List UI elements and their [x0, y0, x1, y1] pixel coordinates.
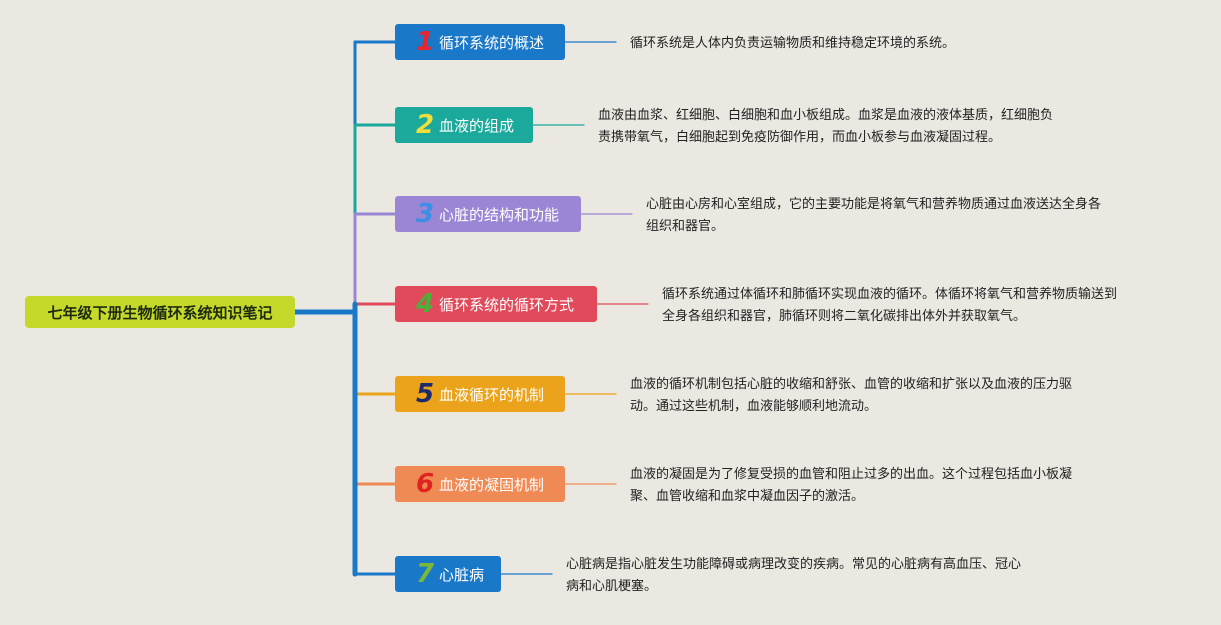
root-topic[interactable]: 七年级下册生物循环系统知识笔记 [25, 296, 295, 328]
branch-number: 1 [415, 27, 435, 57]
branch-number: 7 [415, 559, 435, 589]
root-topic-label: 七年级下册生物循环系统知识笔记 [47, 303, 273, 322]
branch-description-3: 心脏由心房和心室组成，它的主要功能是将氧气和营养物质通过血液送达全身各组织和器官… [646, 194, 1101, 238]
branch-description-2: 血液由血浆、红细胞、白细胞和血小板组成。血浆是血液的液体基质，红细胞负责携带氧气… [598, 105, 1053, 149]
branch-number: 6 [415, 469, 435, 499]
branch-number: 4 [415, 289, 435, 319]
branch-description-4: 循环系统通过体循环和肺循环实现血液的循环。体循环将氧气和营养物质输送到全身各组织… [662, 284, 1117, 328]
description-line: 心脏病是指心脏发生功能障碍或病理改变的疾病。常见的心脏病有高血压、冠心 [566, 557, 1022, 572]
description-line: 责携带氧气，白细胞起到免疫防御作用，而血小板参与血液凝固过程。 [598, 130, 1002, 145]
branch-description-1: 循环系统是人体内负责运输物质和维持稳定环境的系统。 [630, 33, 955, 55]
branch-title: 循环系统的概述 [439, 33, 545, 52]
branch-description-6: 血液的凝固是为了修复受损的血管和阻止过多的出血。这个过程包括血小板凝聚、血管收缩… [630, 464, 1072, 508]
branch-number: 3 [415, 199, 435, 229]
branch-number: 2 [415, 110, 435, 140]
description-line: 心脏由心房和心室组成，它的主要功能是将氧气和营养物质通过血液送达全身各 [646, 197, 1102, 212]
description-line: 循环系统通过体循环和肺循环实现血液的循环。体循环将氧气和营养物质输送到 [662, 287, 1118, 302]
branch-description-7: 心脏病是指心脏发生功能障碍或病理改变的疾病。常见的心脏病有高血压、冠心病和心肌梗… [566, 554, 1021, 598]
branch-title: 循环系统的循环方式 [439, 295, 575, 314]
branch-number: 5 [415, 379, 435, 409]
description-line: 病和心肌梗塞。 [566, 579, 658, 594]
description-line: 全身各组织和器官，肺循环则将二氧化碳排出体外并获取氧气。 [662, 309, 1027, 324]
branch-title: 血液的组成 [439, 116, 515, 135]
description-line: 组织和器官。 [646, 219, 725, 234]
description-line: 血液的凝固是为了修复受损的血管和阻止过多的出血。这个过程包括血小板凝 [630, 467, 1073, 482]
branch-title: 血液循环的机制 [439, 385, 545, 404]
description-line: 动。通过这些机制，血液能够顺利地流动。 [630, 399, 878, 414]
branch-title: 心脏的结构和功能 [439, 205, 560, 224]
branch-title: 心脏病 [439, 565, 485, 584]
description-line: 血液由血浆、红细胞、白细胞和血小板组成。血浆是血液的液体基质，红细胞负 [598, 108, 1054, 123]
branch-title: 血液的凝固机制 [439, 475, 545, 494]
description-line: 循环系统是人体内负责运输物质和维持稳定环境的系统。 [630, 36, 956, 51]
branch-description-5: 血液的循环机制包括心脏的收缩和舒张、血管的收缩和扩张以及血液的压力驱动。通过这些… [630, 374, 1072, 418]
description-line: 血液的循环机制包括心脏的收缩和舒张、血管的收缩和扩张以及血液的压力驱 [630, 377, 1073, 392]
description-line: 聚、血管收缩和血浆中凝血因子的激活。 [630, 489, 865, 504]
